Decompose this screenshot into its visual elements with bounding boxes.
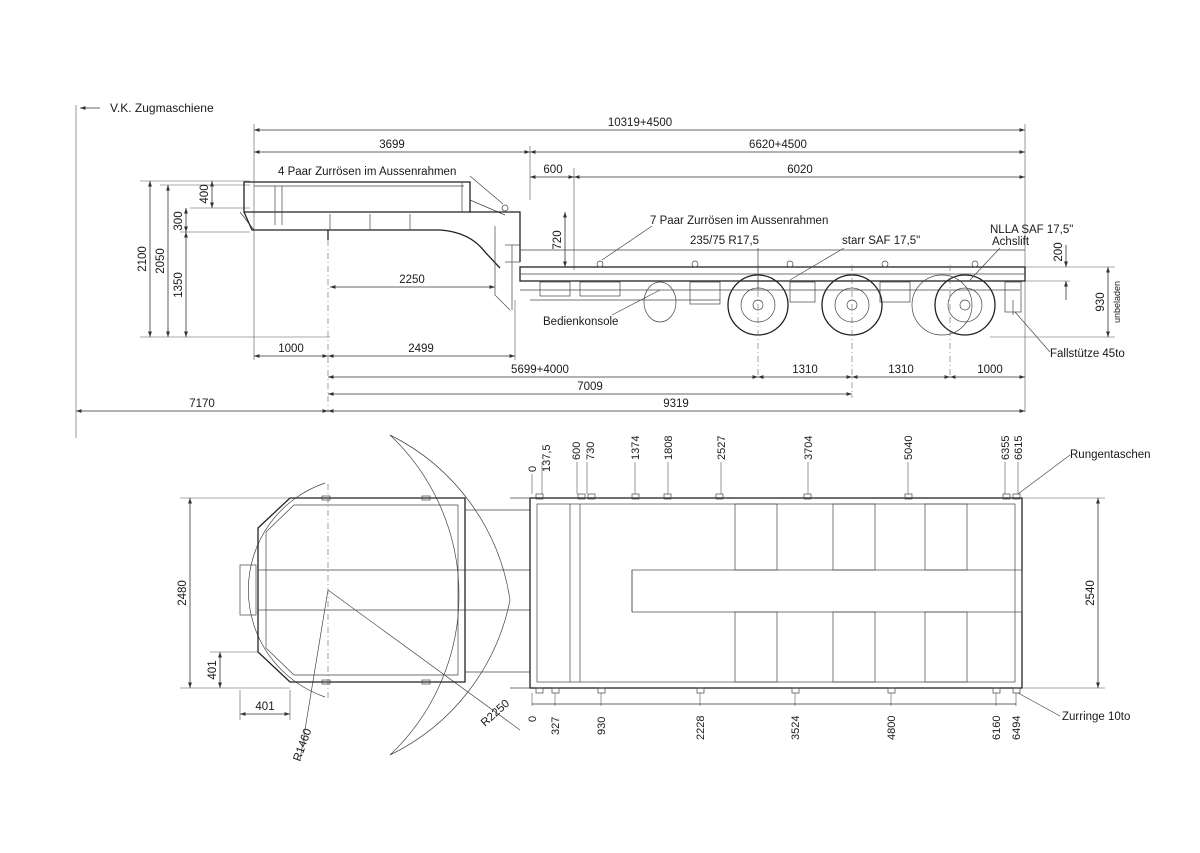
side-callouts: 4 Paar Zurrösen im Aussenrahmen 7 Paar Z…: [278, 166, 1125, 360]
note-stake-pockets: Rungentaschen: [1070, 449, 1151, 461]
gooseneck-top: [239, 484, 530, 700]
bottom-tick-3: 2228: [695, 716, 707, 740]
note-axle-rigid: starr SAF 17,5": [842, 235, 920, 247]
dim-5699: 5699+4000: [511, 364, 569, 376]
note-console: Bedienkonsole: [543, 316, 618, 328]
dim-1350: 1350: [173, 272, 185, 298]
vk-label: V.K. Zugmaschiene: [110, 101, 214, 115]
note-4-paar: 4 Paar Zurrösen im Aussenrahmen: [278, 166, 456, 178]
bottom-tick-6: 6160: [991, 716, 1003, 740]
dim-300: 300: [173, 211, 185, 230]
dim-200: 200: [1053, 242, 1065, 261]
dim-1310b: 1310: [888, 364, 914, 376]
top-view: R2250 R1460: [177, 434, 1151, 763]
deck-top: [510, 497, 1023, 689]
dim-1000a: 1000: [278, 343, 304, 355]
top-tick-4: 1374: [630, 436, 642, 460]
deck-height-dims: 720 2250 200 930 unbeladen: [330, 212, 1122, 338]
dim-3699: 3699: [379, 139, 405, 151]
dim-6620: 6620+4500: [749, 139, 807, 151]
dim-2250: 2250: [399, 274, 425, 286]
top-callouts: Rungentaschen Zurringe 10to: [1017, 449, 1151, 723]
width-dimensions: 2480 2540 401 401: [177, 497, 1105, 720]
bottom-tick-5: 4800: [886, 716, 898, 740]
dim-9319: 9319: [663, 398, 689, 410]
bottom-tick-2: 930: [596, 717, 608, 735]
top-tick-10: 6615: [1013, 436, 1025, 460]
dim-2050: 2050: [155, 248, 167, 274]
dim-2100: 2100: [137, 246, 149, 272]
dim-2480: 2480: [177, 580, 189, 606]
dim-6020: 6020: [787, 164, 813, 176]
dim-2540: 2540: [1085, 580, 1097, 606]
top-tick-1: 137,5: [541, 444, 553, 472]
note-lashing-rings: Zurringe 10to: [1062, 711, 1130, 723]
top-tick-0: 0: [527, 466, 539, 472]
bottom-tick-4: 3524: [790, 716, 802, 740]
bottom-dimensions: 1000 2499 5699+4000 1310 1310 1000 7009 …: [76, 300, 1025, 413]
wheels: [327, 240, 996, 412]
stake-pockets: [535, 493, 1021, 694]
top-tick-9: 6355: [1000, 436, 1012, 460]
dim-401b: 401: [255, 701, 274, 713]
dim-401a: 401: [207, 660, 219, 679]
dim-400: 400: [199, 184, 211, 203]
top-ticks: 0 137,5 600 730 1374 1808 2527 3704 5040…: [527, 436, 1025, 494]
left-vertical-dimensions: 2100 2050 1350 300 400: [137, 180, 330, 338]
bottom-tick-7: 6494: [1011, 716, 1023, 740]
top-tick-7: 3704: [803, 436, 815, 460]
vk-reference: V.K. Zugmaschiene: [75, 101, 214, 438]
dim-7170: 7170: [189, 398, 215, 410]
side-view: V.K. Zugmaschiene 10319+4500 3699 6620+4…: [75, 101, 1125, 438]
note-support: Fallstütze 45to: [1050, 348, 1125, 360]
dim-720: 720: [552, 230, 564, 249]
dim-2499: 2499: [408, 343, 434, 355]
dim-1000b: 1000: [977, 364, 1003, 376]
bottom-ticks: 0 327 930 2228 3524 4800 6160 6494: [527, 693, 1023, 740]
top-tick-3: 730: [585, 442, 597, 460]
trailer-side-profile: [239, 181, 1026, 323]
dim-7009: 7009: [577, 381, 603, 393]
dim-total: 10319+4500: [608, 117, 672, 129]
dim-1310a: 1310: [792, 364, 818, 376]
radius-1460: R1460: [292, 727, 315, 763]
note-axle-lift-1: NLLA SAF 17,5": [990, 224, 1073, 236]
top-tick-8: 5040: [903, 436, 915, 460]
note-tyre: 235/75 R17,5: [690, 235, 759, 247]
top-tick-5: 1808: [663, 436, 675, 460]
top-tick-2: 600: [571, 442, 583, 460]
bottom-tick-1: 327: [550, 717, 562, 735]
note-axle-lift-2: Achslift: [992, 236, 1030, 248]
radius-2250: R2250: [479, 698, 512, 730]
dim-930-note: unbeladen: [1112, 281, 1122, 323]
dim-600: 600: [543, 164, 562, 176]
bottom-tick-0: 0: [527, 716, 539, 722]
dim-930: 930: [1095, 292, 1107, 311]
wheel-3-lift: [911, 274, 996, 336]
top-tick-6: 2527: [716, 436, 728, 460]
note-7-paar: 7 Paar Zurrösen im Aussenrahmen: [650, 215, 828, 227]
